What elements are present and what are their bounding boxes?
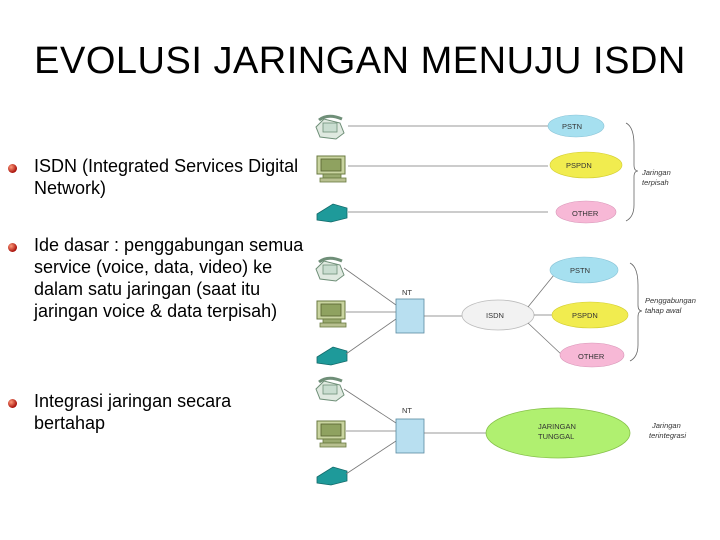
pstn-cloud [547,114,605,138]
slide-title: EVOLUSI JARINGAN MENUJU ISDN [34,40,686,82]
telephone-icon [314,256,346,283]
bullet-text: Ide dasar : penggabungan semua service (… [34,235,304,321]
bullet-text: Integrasi jaringan secara bertahap [34,391,232,433]
nt-label: NT [402,288,412,297]
brace [625,122,639,222]
other-cloud [559,342,625,368]
nt-label: NT [402,406,412,415]
side-label-line2: terintegrasi [649,431,686,440]
computer-icon [316,155,347,183]
panel-integrated-network: NT JARINGAN TUNGGAL Jaringan terintegras… [314,376,686,486]
pspdn-cloud [549,151,623,179]
other-label: OTHER [572,209,599,218]
other-label: OTHER [578,352,605,361]
bullet-icon [8,243,17,252]
single-network-label-line2: TUNGGAL [538,432,574,441]
bullet-icon [8,399,17,408]
side-label-line2: terpisah [642,178,669,187]
pstn-label: PSTN [562,122,582,131]
isdn-label: ISDN [486,311,504,320]
side-label-line1: Jaringan [641,168,671,177]
pspdn-label: PSPDN [572,311,598,320]
computer-icon [316,300,347,328]
pstn-cloud [549,256,619,284]
telephone-icon [314,376,346,403]
other-cloud [555,200,617,224]
telephone-icon [314,114,346,141]
computer-icon [316,420,347,448]
pspdn-cloud [551,301,629,329]
bullet-icon [8,164,17,173]
single-network-cloud [485,407,631,459]
brace [629,262,643,362]
fax-icon [316,466,348,486]
isdn-evolution-diagram: PSTN PSPDN OTHER Jaringan terpisah NT IS… [314,114,696,486]
side-label-line2: tahap awal [645,306,682,315]
pstn-label: PSTN [570,266,590,275]
panel-separate-networks: PSTN PSPDN OTHER Jaringan terpisah [314,114,671,224]
side-label-line1: Jaringan [651,421,681,430]
side-label-line1: Penggabungan [645,296,696,305]
nt-box [395,298,425,334]
fax-icon [316,346,348,366]
nt-box [395,418,425,454]
pspdn-label: PSPDN [566,161,592,170]
fax-icon [316,203,348,223]
panel-initial-integration: NT ISDN PSTN PSPDN OTHER Penggabungan ta… [314,256,696,368]
bullet-text: ISDN (Integrated Services Digital Networ… [34,156,299,198]
single-network-label-line1: JARINGAN [538,422,576,431]
